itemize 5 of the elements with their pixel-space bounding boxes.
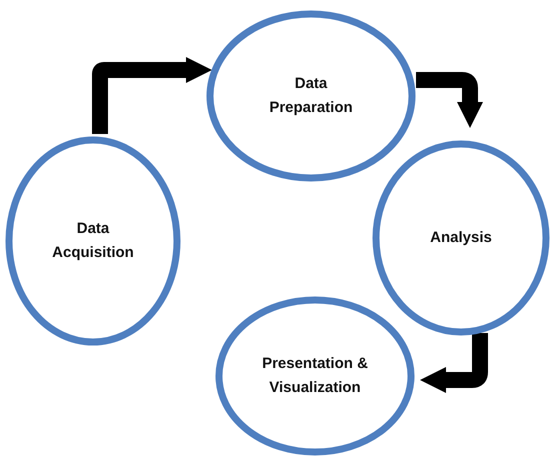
node-label: Data Acquisition (51, 219, 135, 263)
bent-arrow (92, 57, 212, 134)
node-label: Analysis (430, 228, 492, 248)
node-label: Data Preparation (268, 74, 354, 118)
node-label: Presentation & Visualization (261, 354, 369, 398)
